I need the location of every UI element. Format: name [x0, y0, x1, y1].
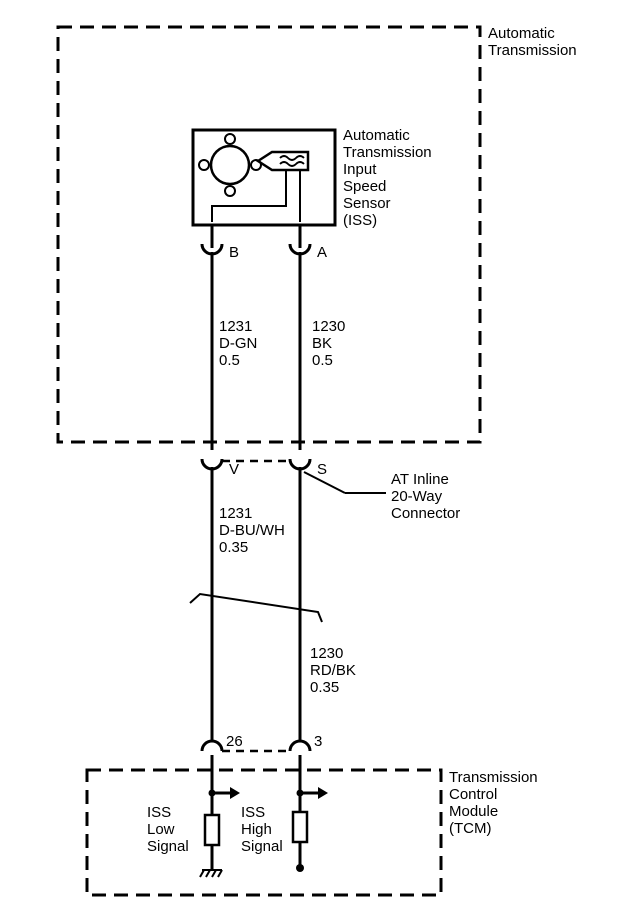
sensor-terminal-a [288, 225, 312, 256]
iss-label-line2: Transmission [343, 144, 432, 161]
wire-upper-right-color: BK [312, 335, 332, 352]
iss-low-label-line2: Low [147, 821, 175, 838]
iss-label-line4: Speed [343, 178, 386, 195]
iss-sensor [191, 128, 337, 227]
iss-label-line3: Input [343, 161, 377, 178]
wire-upper-left-circuit: 1231 [219, 318, 252, 335]
tcm-label-line1: Transmission [449, 769, 538, 786]
iss-high-label-line1: ISS [241, 804, 265, 821]
pin-26-label: 26 [226, 733, 243, 750]
iss-sensor-box [191, 128, 337, 227]
iss-label-line6: (ISS) [343, 212, 377, 229]
wire-upper-left-gauge: 0.5 [219, 352, 240, 369]
connector-label-line3: Connector [391, 505, 460, 522]
wire-upper-right-gauge: 0.5 [312, 352, 333, 369]
sensor-terminal-b [200, 225, 224, 256]
tcm-connector [200, 739, 312, 753]
connector-label-line2: 20-Way [391, 488, 443, 505]
transmission-label-line1: Automatic [488, 25, 555, 42]
wire-lower-left-circuit: 1231 [219, 505, 252, 522]
pickup-coil-icon [255, 150, 310, 172]
resistor-icon [291, 810, 309, 844]
wire-lower-left-gauge: 0.35 [219, 539, 248, 556]
iss-label-line5: Sensor [343, 195, 391, 212]
tcm-label-line3: Module [449, 803, 498, 820]
reluctor-wheel-icon [198, 133, 262, 197]
iss-high-circuit [291, 755, 328, 872]
wire-lower-right-circuit: 1230 [310, 645, 343, 662]
iss-high-label-line2: High [241, 821, 272, 838]
tcm-boundary [85, 768, 443, 897]
pin-3-label: 3 [314, 733, 322, 750]
connector-label-line1: AT Inline [391, 471, 449, 488]
tcm-label-line2: Control [449, 786, 497, 803]
pin-b-label: B [229, 244, 239, 261]
wire-lower-right-gauge: 0.35 [310, 679, 339, 696]
wire-upper-right-circuit: 1230 [312, 318, 345, 335]
wire-lower-right-color: RD/BK [310, 662, 356, 679]
iss-low-circuit [199, 755, 240, 878]
twisted-pair-line [189, 592, 323, 623]
transmission-boundary [56, 25, 482, 444]
resistor-icon [203, 813, 221, 847]
splice-dot-icon [296, 864, 304, 872]
wire-lower-left-color: D-BU/WH [219, 522, 285, 539]
pin-s-label: S [317, 461, 327, 478]
chassis-ground-icon [199, 869, 223, 878]
iss-low-label-line1: ISS [147, 804, 171, 821]
pin-a-label: A [317, 244, 327, 261]
wire-upper-left-color: D-GN [219, 335, 257, 352]
arrow-right-icon [230, 787, 240, 799]
transmission-label-line2: Transmission [488, 42, 577, 59]
tcm-label-line4: (TCM) [449, 820, 491, 837]
iss-label-line1: Automatic [343, 127, 410, 144]
iss-low-label-line3: Signal [147, 838, 189, 855]
arrow-right-icon [318, 787, 328, 799]
pin-v-label: V [229, 461, 239, 478]
iss-high-label-line3: Signal [241, 838, 283, 855]
